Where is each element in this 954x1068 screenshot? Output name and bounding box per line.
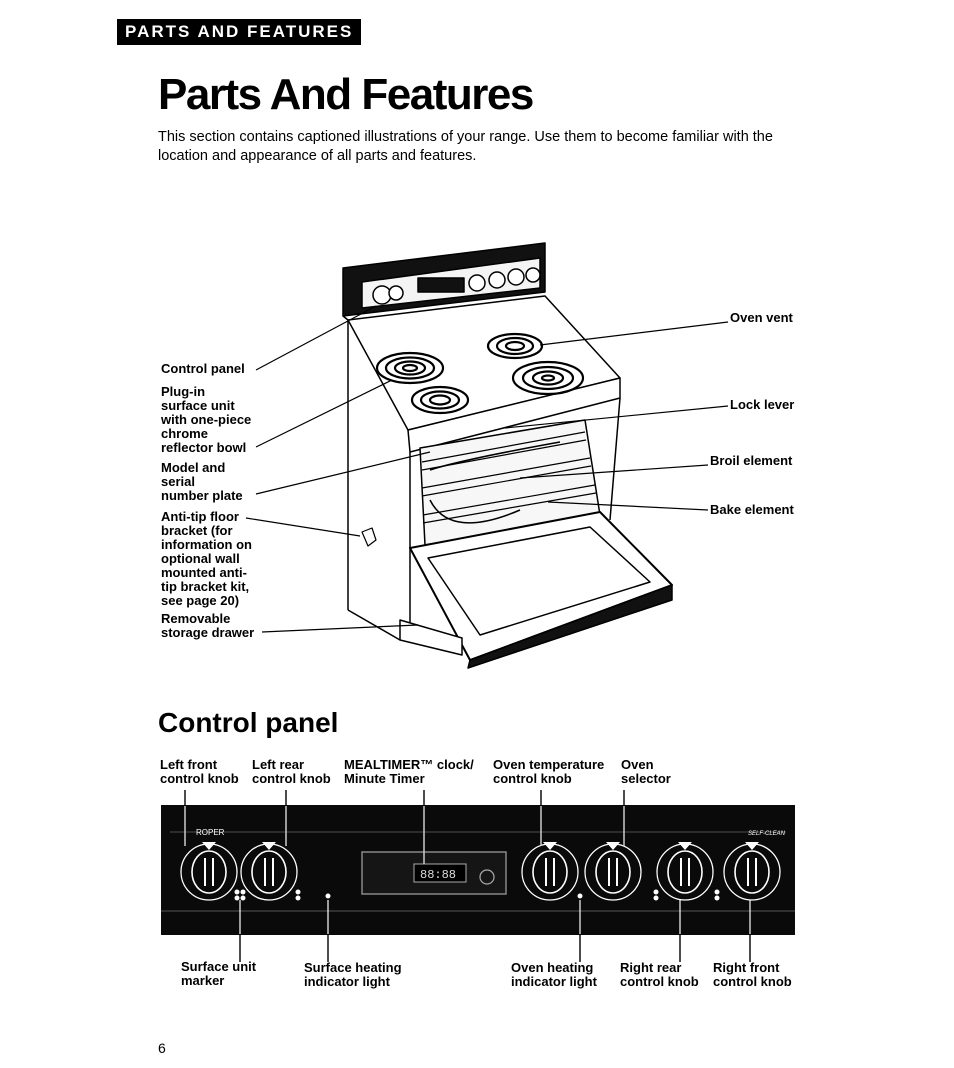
label-oven-light-2: indicator light	[511, 974, 597, 989]
label-drawer-1: Removable	[161, 611, 231, 626]
label-oven-temp-2: control knob	[493, 771, 572, 786]
control-panel-title: Control panel	[158, 707, 339, 738]
label-left-front-2: control knob	[160, 771, 239, 786]
label-lock-lever: Lock lever	[730, 397, 795, 412]
label-oven-sel-1: Oven	[621, 757, 654, 772]
label-control-panel: Control panel	[161, 361, 245, 376]
intro-text: This section contains captioned illustra…	[158, 129, 773, 164]
label-antitip-7: see page 20)	[161, 593, 240, 608]
label-antitip-3: information on	[161, 537, 252, 552]
label-antitip-1: Anti-tip floor	[161, 509, 239, 524]
label-surface-light-1: Surface heating	[304, 960, 402, 975]
label-clock-1: MEALTIMER™ clock/	[344, 757, 474, 772]
label-left-rear-2: control knob	[252, 771, 331, 786]
label-surface-unit-1: Plug-in	[161, 384, 206, 399]
label-surface-marker-2: marker	[181, 973, 225, 988]
section-header-band: PARTS AND FEATURES	[117, 19, 362, 45]
surface-heating-light	[325, 893, 331, 899]
label-surface-light-2: indicator light	[304, 974, 390, 989]
label-right-rear-1: Right rear	[620, 960, 682, 975]
label-left-front-1: Left front	[160, 757, 218, 772]
label-clock-2: Minute Timer	[344, 771, 425, 786]
label-antitip-5: mounted anti-	[161, 565, 247, 580]
clock-readout: 88:88	[420, 868, 456, 882]
label-surface-unit-2: surface unit	[161, 398, 235, 413]
label-drawer-2: storage drawer	[161, 625, 255, 640]
label-model-3: number plate	[161, 488, 243, 503]
page-title: Parts And Features	[158, 70, 534, 119]
label-antitip-6: tip bracket kit,	[161, 579, 250, 594]
label-bake-element: Bake element	[710, 502, 794, 517]
label-left-rear-1: Left rear	[252, 757, 305, 772]
brand-label: ROPER	[196, 828, 225, 837]
self-clean-label: SELF-CLEAN	[748, 831, 786, 837]
label-oven-light-1: Oven heating	[511, 960, 594, 975]
label-surface-unit-5: reflector bowl	[161, 440, 247, 455]
label-oven-sel-2: selector	[621, 771, 671, 786]
label-right-front-1: Right front	[713, 960, 780, 975]
page-number: 6	[158, 1040, 166, 1056]
label-right-rear-2: control knob	[620, 974, 699, 989]
label-right-front-2: control knob	[713, 974, 792, 989]
label-surface-unit-3: with one-piece	[161, 412, 252, 427]
label-model-2: serial	[161, 474, 195, 489]
label-oven-temp-1: Oven temperature	[493, 757, 605, 772]
oven-heating-light	[577, 893, 583, 899]
label-broil-element: Broil element	[710, 453, 793, 468]
label-model-1: Model and	[161, 460, 226, 475]
label-surface-marker-1: Surface unit	[181, 959, 257, 974]
label-antitip-2: bracket (for	[161, 523, 233, 538]
label-oven-vent: Oven vent	[730, 310, 793, 325]
label-surface-unit-4: chrome	[161, 426, 208, 441]
label-antitip-4: optional wall	[161, 551, 240, 566]
